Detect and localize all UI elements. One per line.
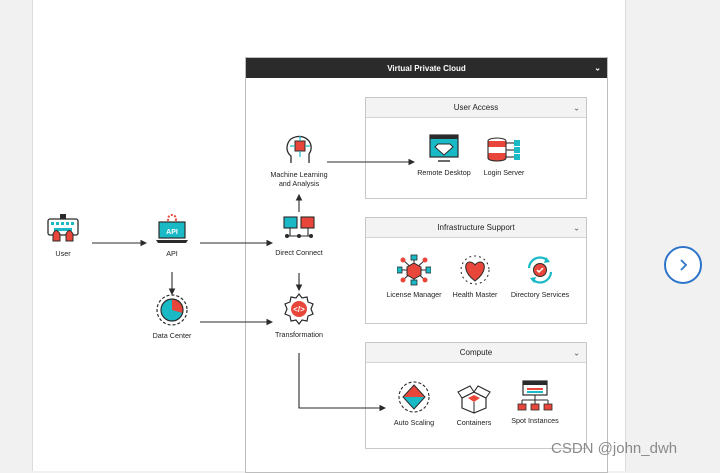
chevron-down-icon[interactable]: ⌄ xyxy=(573,223,580,232)
node-label-ml-line2: and Analysis xyxy=(278,179,320,188)
node-label-ml-line1: Machine Learning xyxy=(270,170,328,179)
chevron-down-icon[interactable]: ⌄ xyxy=(594,63,601,73)
svg-text:API: API xyxy=(166,229,178,236)
pie-chart-icon xyxy=(156,294,188,326)
node-label-license-manager: License Manager xyxy=(386,290,442,299)
network-cube-icon xyxy=(397,254,431,286)
node-direct-connect[interactable]: Direct Connect xyxy=(268,214,330,257)
chevron-down-icon[interactable]: ⌄ xyxy=(573,348,580,357)
node-health-master[interactable]: Health Master xyxy=(447,254,503,299)
diamond-circle-icon xyxy=(398,381,430,413)
tree-nodes-icon xyxy=(517,380,553,411)
node-label-spot-instances: Spot Instances xyxy=(511,416,559,425)
chevron-right-icon xyxy=(680,259,688,271)
node-label-remote-desktop: Remote Desktop xyxy=(417,168,471,177)
node-label-ml: Machine Learning and Analysis xyxy=(270,170,327,188)
node-remote-desktop[interactable]: Remote Desktop xyxy=(414,132,474,177)
connected-monitors-icon xyxy=(283,216,315,238)
node-label-directory-services: Directory Services xyxy=(510,290,570,299)
monitor-diamond-icon xyxy=(429,134,459,162)
laptop-api-icon: API xyxy=(156,214,188,243)
node-containers[interactable]: Containers xyxy=(449,380,499,427)
group-title: Infrastructure Support xyxy=(437,223,515,232)
node-label-auto-scaling: Auto Scaling xyxy=(393,418,435,427)
vpc-title: Virtual Private Cloud xyxy=(387,63,466,73)
node-label-containers: Containers xyxy=(456,418,492,427)
node-transformation[interactable]: </> Transformation xyxy=(266,292,332,339)
node-label-login-server: Login Server xyxy=(483,168,525,177)
node-label-direct-connect: Direct Connect xyxy=(275,248,323,257)
open-box-icon xyxy=(457,385,491,414)
group-title: Compute xyxy=(459,348,493,357)
group-title: User Access xyxy=(453,103,499,112)
keyboard-hands-icon xyxy=(47,214,79,242)
server-stack-icon xyxy=(487,137,520,162)
heart-icon xyxy=(460,255,490,285)
node-label-transformation: Transformation xyxy=(274,330,324,339)
node-data-center[interactable]: Data Center xyxy=(144,293,200,340)
node-api[interactable]: API API xyxy=(147,213,197,258)
group-header-compute[interactable]: Compute ⌄ xyxy=(366,343,586,363)
watermark: CSDN @john_dwh xyxy=(551,440,678,457)
node-login-server[interactable]: Login Server xyxy=(477,134,531,177)
node-label-user: User xyxy=(55,249,71,258)
vpc-header[interactable]: Virtual Private Cloud ⌄ xyxy=(246,58,607,78)
chevron-down-icon[interactable]: ⌄ xyxy=(573,103,580,112)
sync-badge-icon xyxy=(527,256,553,284)
brain-chip-icon xyxy=(286,135,312,163)
node-license-manager[interactable]: License Manager xyxy=(384,254,444,299)
node-user[interactable]: User xyxy=(38,213,88,258)
node-label-api: API xyxy=(166,249,178,258)
group-header-infrastructure[interactable]: Infrastructure Support ⌄ xyxy=(366,218,586,238)
node-machine-learning[interactable]: Machine Learning and Analysis xyxy=(266,132,332,188)
node-auto-scaling[interactable]: Auto Scaling xyxy=(388,380,440,427)
group-header-user-access[interactable]: User Access ⌄ xyxy=(366,98,586,118)
next-slide-button[interactable] xyxy=(664,246,702,284)
node-directory-services[interactable]: Directory Services xyxy=(507,254,573,299)
group-user-access: User Access ⌄ xyxy=(365,97,587,199)
node-spot-instances[interactable]: Spot Instances xyxy=(507,380,563,425)
node-label-data-center: Data Center xyxy=(152,331,192,340)
svg-text:</>: </> xyxy=(293,305,305,314)
node-label-health-master: Health Master xyxy=(452,290,498,299)
gear-code-icon: </> xyxy=(284,293,314,325)
